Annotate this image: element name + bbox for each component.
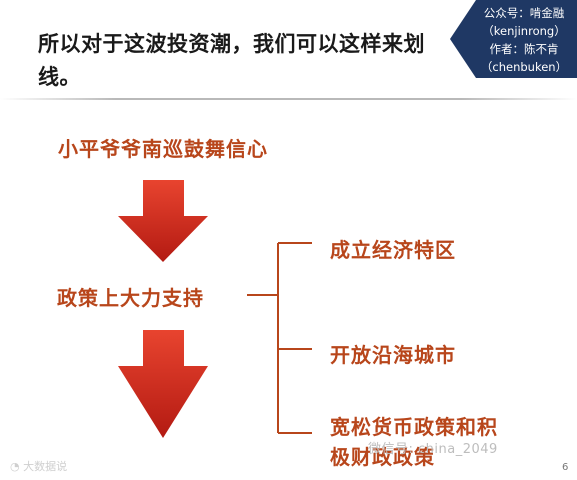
badge-line-account-id: （kenjinrong） — [482, 24, 566, 38]
header-divider — [0, 98, 577, 100]
node-southern-tour: 小平爷爷南巡鼓舞信心 — [58, 137, 268, 161]
branch-monetary-fiscal-policy: 宽松货币政策和积极财政政策 — [330, 415, 498, 469]
badge-shape — [450, 0, 577, 78]
down-arrow-2 — [118, 330, 208, 438]
node-policy-support: 政策上大力支持 — [57, 286, 204, 310]
badge-line-author-id: （chenbuken） — [480, 60, 568, 74]
footer-logo: ◔ 大数据说 — [10, 458, 67, 474]
branch-special-economic-zones: 成立经济特区 — [330, 238, 456, 262]
badge-line-author: 作者：陈不肯 — [489, 42, 559, 56]
badge-line-account: 公众号：啃金融 — [483, 6, 565, 20]
branch-open-coastal-cities: 开放沿海城市 — [330, 343, 456, 367]
logo-icon: ◔ — [10, 460, 20, 473]
wechat-watermark: 微信号: china_2049 — [368, 442, 498, 457]
page-number: 6 — [562, 462, 569, 473]
author-badge: 公众号：啃金融 （kenjinrong） 作者：陈不肯 （chenbuken） — [450, 0, 577, 78]
branch-bracket — [247, 242, 312, 434]
footer-logo-text: 大数据说 — [23, 460, 68, 473]
down-arrow-1 — [118, 180, 208, 262]
slide-title: 所以对于这波投资潮，我们可以这样来划线。 — [38, 32, 425, 89]
